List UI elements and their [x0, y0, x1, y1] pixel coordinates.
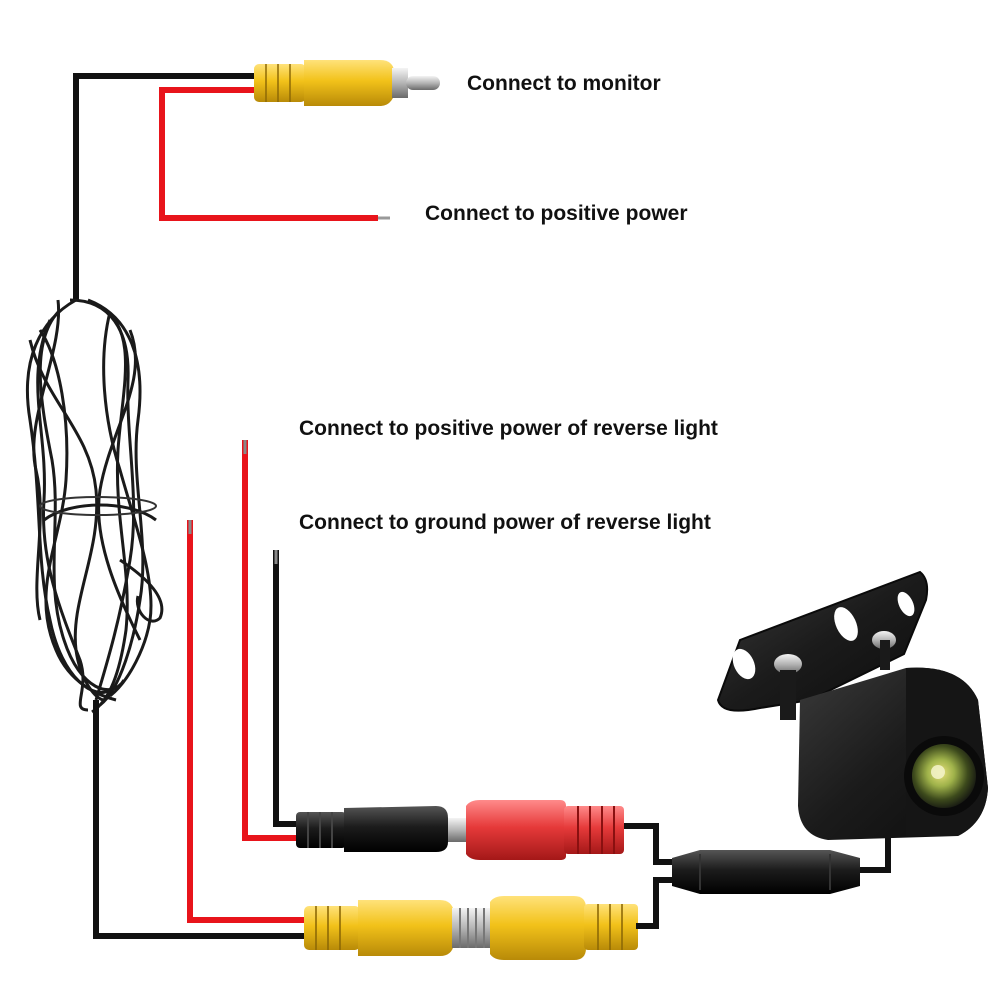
monitor-wire: [73, 73, 258, 300]
reverse-ground-wire: [273, 550, 300, 827]
label-reverse-light-positive: Connect to positive power of reverse lig…: [299, 417, 718, 440]
main-video-wire: [93, 700, 316, 939]
camera-lens-icon: [912, 744, 976, 808]
dc-power-plug-black: [296, 806, 468, 852]
reverse-camera: [798, 667, 988, 840]
cable-junction-sleeve: [672, 850, 860, 894]
label-connect-monitor: Connect to monitor: [467, 72, 661, 95]
rca-plug-video-female: [490, 896, 638, 960]
coiled-cable: [25, 298, 164, 714]
camera-mounting-bracket: [716, 570, 929, 720]
bracket-screw-left: [774, 654, 802, 674]
label-reverse-light-ground: Connect to ground power of reverse light: [299, 511, 711, 534]
positive-power-wire: [159, 87, 390, 221]
power-red-wire-lower: [187, 520, 316, 923]
camera-harness-wires: [624, 823, 891, 929]
dc-power-socket-red: [466, 800, 624, 860]
rca-plug-video-male: [304, 900, 492, 956]
label-connect-positive-power: Connect to positive power: [425, 202, 688, 225]
rca-plug-monitor: [254, 60, 440, 106]
reverse-positive-wire: [242, 440, 300, 841]
